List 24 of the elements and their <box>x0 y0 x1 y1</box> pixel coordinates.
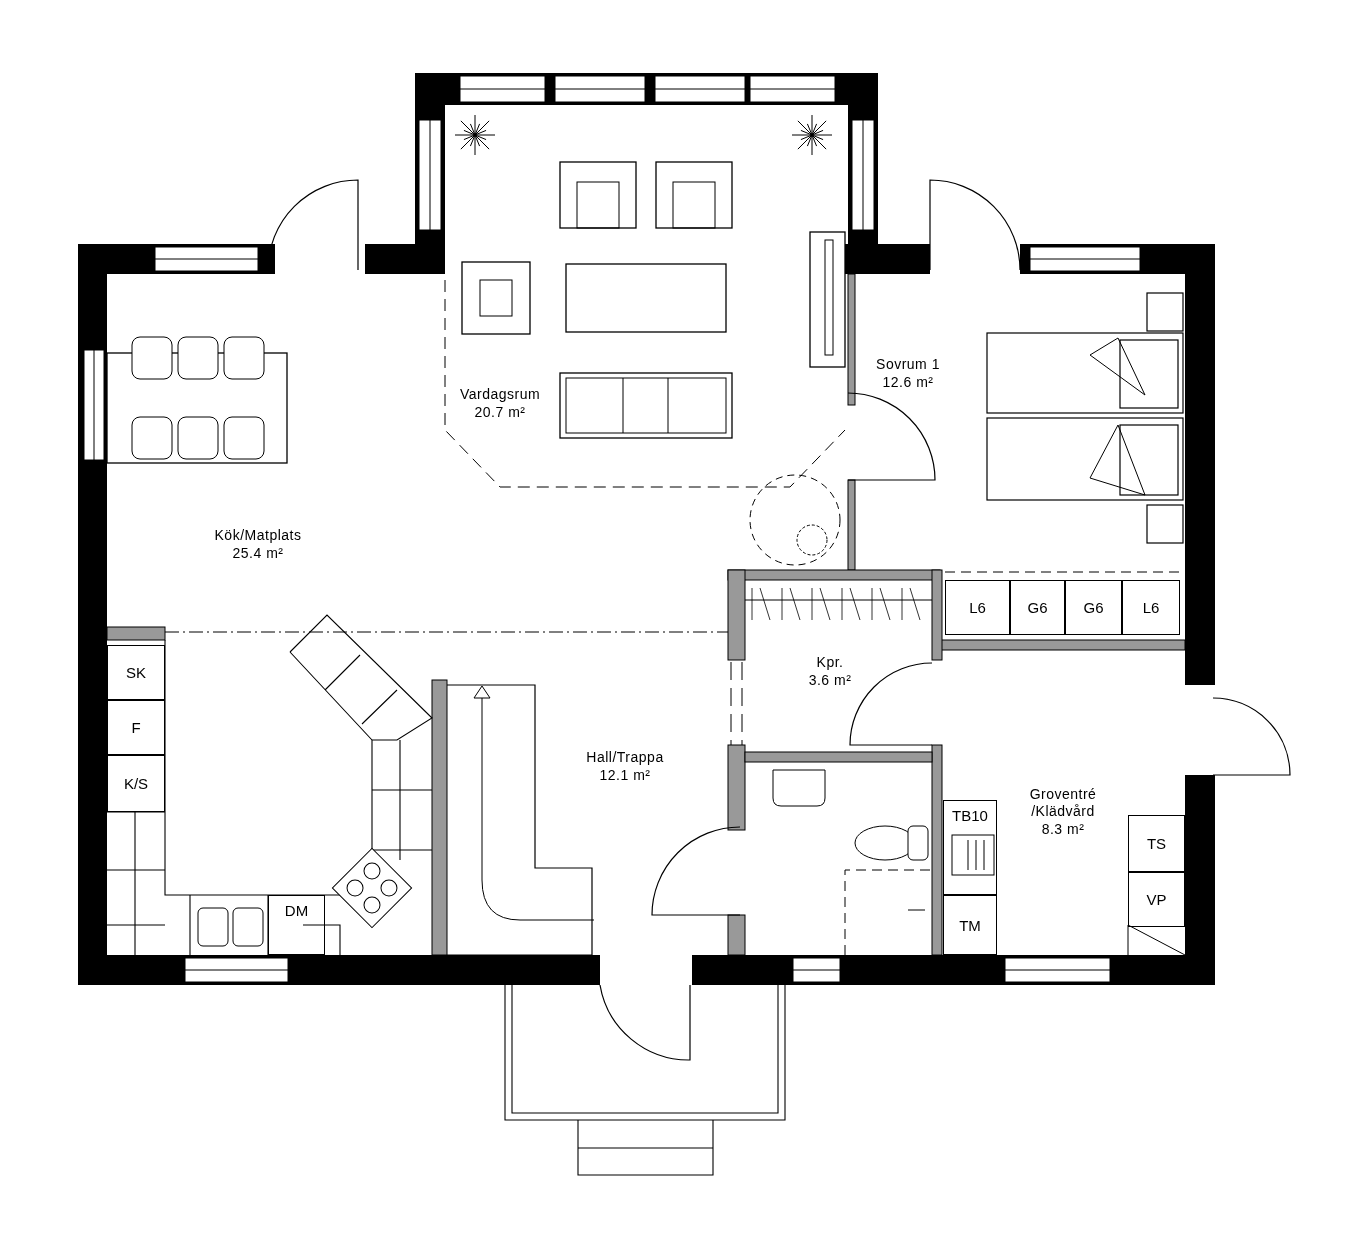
room-area: 3.6 m² <box>808 672 852 689</box>
appliance-box: L6 <box>945 580 1010 635</box>
appliance-box: K/S <box>107 755 165 812</box>
appliance-box: G6 <box>1010 580 1065 635</box>
room-area: 25.4 m² <box>232 545 284 562</box>
appliance-box: VP <box>1128 872 1185 927</box>
room-name: Sovrum 1 <box>876 356 940 373</box>
appliance-box: TS <box>1128 815 1185 872</box>
appliance-box: TB10 <box>943 800 997 895</box>
appliance-box: SK <box>107 645 165 700</box>
room-name: Hall/Trappa <box>586 749 664 766</box>
room-name: Vardagsrum <box>459 386 541 403</box>
appliance-box: G6 <box>1065 580 1122 635</box>
room-name: Kpr. <box>816 654 844 671</box>
room-name: Groventré /Klädvård <box>1028 786 1098 820</box>
room-area: 8.3 m² <box>1041 821 1085 838</box>
appliance-box: DM <box>268 895 325 955</box>
appliance-box: F <box>107 700 165 755</box>
room-area: 20.7 m² <box>474 404 526 421</box>
room-area: 12.6 m² <box>882 374 934 391</box>
appliance-box: TM <box>943 895 997 955</box>
room-area: 12.1 m² <box>599 767 651 784</box>
room-name: Kök/Matplats <box>214 527 302 544</box>
appliance-box: L6 <box>1122 580 1180 635</box>
